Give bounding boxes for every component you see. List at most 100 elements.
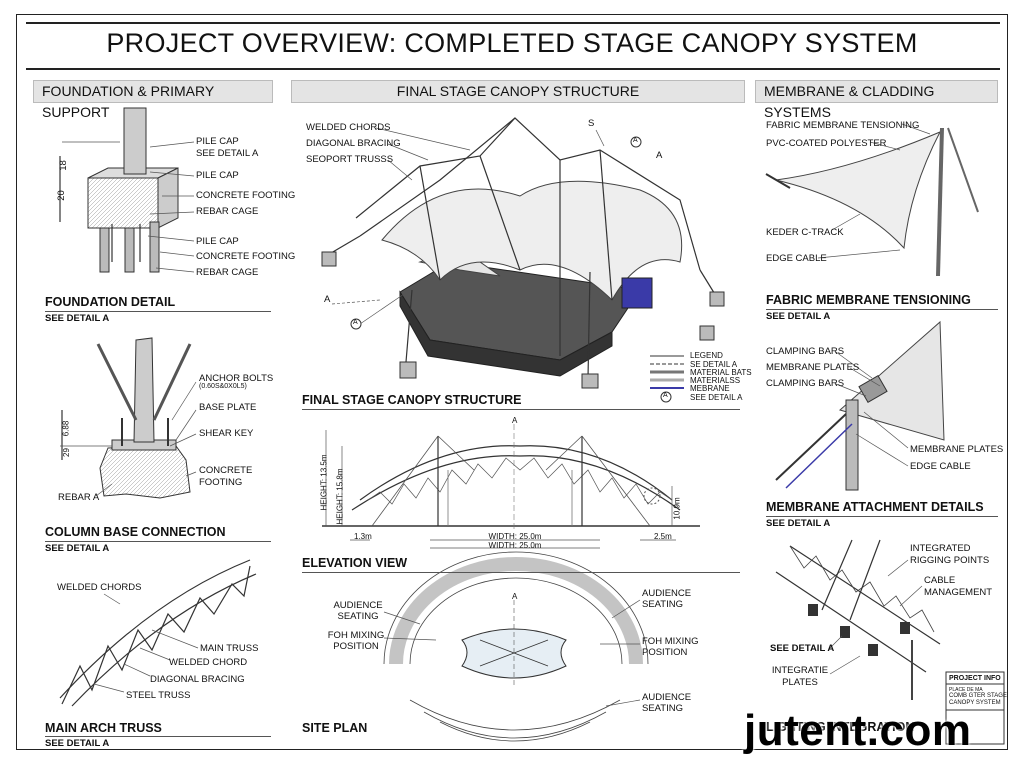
- elevation-marker: A: [512, 416, 518, 425]
- site-label-8: POSITION: [642, 647, 688, 658]
- site-plan-title: SITE PLAN: [302, 721, 368, 735]
- column-base-title: COLUMN BASE CONNECTION: [45, 525, 226, 539]
- foundation-label-5: REBAR CAGE: [196, 206, 259, 217]
- canopy-structure-title: FINAL STAGE CANOPY STRUCTURE: [302, 393, 522, 407]
- membrane-label-2: PVC-COATED POLYESTER: [766, 138, 887, 149]
- sheet-border: [16, 14, 1008, 750]
- site-label-5: AUDIENCE: [642, 588, 692, 599]
- foundation-dim-2: 20: [55, 190, 67, 201]
- arch-truss-drawing: [59, 559, 257, 707]
- foundation-label-8: REBAR CAGE: [196, 267, 259, 278]
- foundation-label-4: CONCRETE FOOTING: [196, 190, 296, 201]
- canopy-marker-s: S: [588, 118, 595, 129]
- arch-truss-ref: SEE DETAIL A: [45, 738, 110, 749]
- canopy-3d-drawing: [321, 117, 725, 403]
- truss-label-4: DIAGONAL BRACING: [150, 674, 245, 685]
- attachment-label-2: MEMBRANE PLATES: [766, 362, 860, 373]
- project-info-line-2: COMB GTER STAGE: [949, 693, 1007, 699]
- elevation-height-1: HEIGHT: 13.5m: [319, 454, 329, 511]
- canopy-marker-a2: A: [656, 150, 663, 161]
- column-title-rule: [45, 541, 271, 542]
- column-dim-1: 6.88: [61, 420, 71, 437]
- elevation-height-2: HEIGHT: 15.8m: [335, 468, 345, 525]
- lighting-integration-title: LIGHTING INTEGRATION: [766, 720, 915, 734]
- foundation-detail-ref: SEE DETAIL A: [45, 313, 110, 324]
- membrane-attachment-drawing: [775, 320, 945, 491]
- foundation-label-6: PILE CAP: [196, 236, 239, 247]
- column-base-ref: SEE DETAIL A: [45, 543, 110, 554]
- canopy-label-3: SEOPORT TRUSSS: [306, 154, 394, 165]
- project-info-title: PROJECT INFO: [949, 675, 1001, 682]
- project-info-line-3: CANOPY SYSTEM: [949, 700, 1001, 706]
- membrane-label-3: KEDER C-TRACK: [766, 227, 844, 238]
- attachment-details-ref: SEE DETAIL A: [766, 518, 831, 529]
- foundation-title-rule: [45, 311, 271, 312]
- truss-label-5: STEEL TRUSS: [126, 690, 191, 701]
- canopy-label-1: WELDED CHORDS: [306, 122, 391, 133]
- column-label-3: BASE PLATE: [199, 402, 257, 413]
- site-label-3: FOH MIXING: [327, 630, 385, 641]
- elevation-side-height: 10.9m: [672, 497, 682, 520]
- elevation-dim-4: 2.5m: [654, 532, 672, 541]
- legend-item-4: MEBRANE: [690, 384, 730, 393]
- legend-title: LEGEND: [690, 351, 723, 360]
- elevation-title-rule: [302, 572, 740, 573]
- site-label-9: AUDIENCE: [642, 692, 692, 703]
- column-label-6: FOOTING: [199, 477, 243, 488]
- site-plan-drawing: [383, 551, 649, 742]
- foundation-detail-drawing: [59, 107, 195, 273]
- attachment-label-5: EDGE CABLE: [910, 461, 971, 472]
- foundation-label-2: SEE DETAIL A: [196, 148, 259, 159]
- attachment-label-1: CLAMPING BARS: [766, 346, 845, 357]
- foundation-dim-1: 18: [57, 160, 69, 171]
- foundation-detail-title: FOUNDATION DETAIL: [45, 295, 176, 309]
- membrane-label-1: FABRIC MEMBRANE TENSIONING: [766, 120, 920, 131]
- attachment-label-4: MEMBRANE PLATES: [910, 444, 1004, 455]
- arch-truss-title: MAIN ARCH TRUSS: [45, 721, 162, 735]
- elevation-view-drawing: [322, 424, 700, 549]
- legend-item-5: SEE DETAIL A: [690, 393, 743, 402]
- lighting-integration-drawing: [775, 539, 941, 700]
- project-info-line-1: PLACE DE MA: [949, 687, 983, 693]
- fabric-membrane-drawing: [765, 123, 979, 277]
- elevation-dim-2: WIDTH: 25.0m: [488, 532, 542, 541]
- panel-header-membrane: MEMBRANE & CLADDING SYSTEMS: [755, 80, 998, 120]
- site-label-10: SEATING: [642, 703, 683, 714]
- legend-marker: A: [663, 392, 668, 399]
- column-base-drawing: [60, 337, 197, 499]
- sheet-title: PROJECT OVERVIEW: COMPLETED STAGE CANOPY…: [106, 28, 918, 58]
- attachment-label-3: CLAMPING BARS: [766, 378, 845, 389]
- foundation-label-7: CONCRETE FOOTING: [196, 251, 296, 262]
- foundation-label-3: PILE CAP: [196, 170, 239, 181]
- attachment-details-title: MEMBRANE ATTACHMENT DETAILS: [766, 500, 984, 514]
- canopy-title-rule: [302, 409, 740, 410]
- lighting-label-3: CABLE: [924, 575, 956, 586]
- elevation-dim-3: WIDTH: 25.0m: [488, 541, 542, 550]
- canopy-label-2: DIAGONAL BRACING: [306, 138, 401, 149]
- fabric-membrane-ref: SEE DETAIL A: [766, 311, 831, 322]
- title-top-rule: [26, 22, 1000, 24]
- column-label-1: ANCHOR BOLTS: [199, 373, 274, 384]
- site-label-2: SEATING: [337, 611, 379, 622]
- legend-item-3: MATERIALSS: [690, 376, 741, 385]
- canopy-marker-a3: A: [324, 294, 331, 305]
- lighting-label-7: PLATES: [782, 677, 818, 688]
- attachment-title-rule: [766, 516, 998, 517]
- column-label-2: (0.60S&0X0L5): [199, 383, 247, 390]
- truss-label-3: WELDED CHORD: [169, 657, 248, 668]
- column-label-4: SHEAR KEY: [199, 428, 254, 439]
- lighting-label-2: RIGGING POINTS: [910, 555, 990, 566]
- lighting-label-5: SEE DETAIL A: [770, 643, 835, 654]
- canopy-marker-a1: A: [633, 137, 638, 144]
- legend-item-1: SE DETAIL A: [690, 360, 738, 369]
- truss-label-1: WELDED CHORDS: [57, 582, 142, 593]
- legend-item-2: MATERIAL BATS: [690, 368, 752, 377]
- site-label-4: POSITION: [333, 641, 379, 652]
- elevation-view-title: ELEVATION VIEW: [302, 556, 408, 570]
- column-label-5: CONCRETE: [199, 465, 253, 476]
- lighting-label-6: INTEGRATIE: [771, 665, 829, 676]
- watermark: jutent.com: [744, 706, 972, 755]
- panel-header-canopy: FINAL STAGE CANOPY STRUCTURE: [291, 80, 745, 103]
